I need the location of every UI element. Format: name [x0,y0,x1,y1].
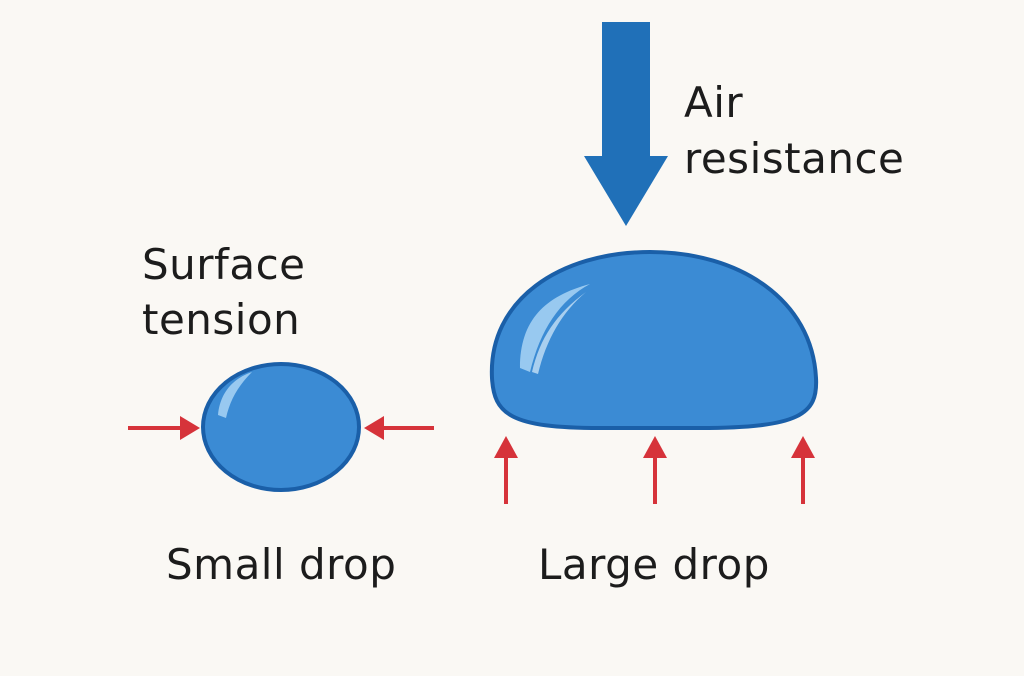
large-drop-highlight-icon [520,284,590,372]
air-resistance-label-line1: Air [684,78,744,127]
small-drop-highlight-icon [218,372,252,418]
air-resistance-arrow-icon [584,22,668,226]
large-drop-label: Large drop [538,540,770,589]
surface-tension-label-line1: Surface [142,240,306,289]
small-drop-label: Small drop [166,540,397,589]
surface-tension-arrows-icon [128,416,434,440]
small-drop [201,362,361,492]
surface-tension-label-line2: tension [142,295,301,344]
large-drop [489,249,819,430]
air-resistance-label-line2: resistance [684,134,905,183]
upward-force-arrows-icon [494,436,815,504]
